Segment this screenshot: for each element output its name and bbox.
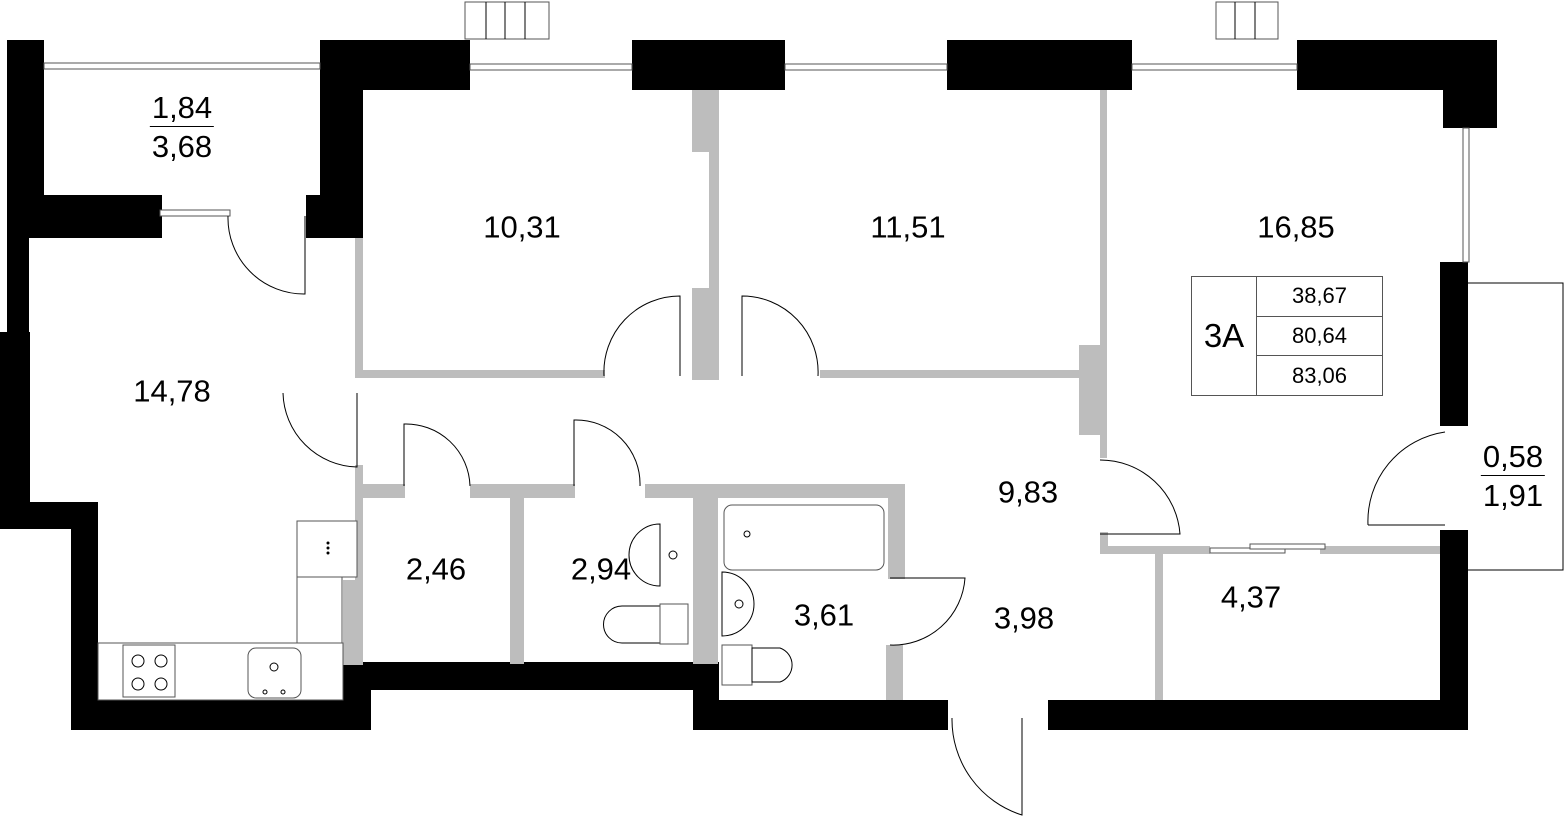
storage-area: 2,46	[405, 551, 467, 587]
kitchen-furniture	[97, 520, 358, 701]
wardrobe-area: 4,37	[1220, 579, 1282, 615]
doors	[227, 215, 1446, 816]
apartment-type: 3A	[1192, 277, 1257, 395]
entry-area: 3,98	[993, 600, 1055, 636]
loggia-area-label: 1,84 3,68	[149, 90, 215, 164]
bedroom-2-area: 11,51	[870, 209, 946, 245]
bathroom-fixtures	[603, 504, 885, 686]
bedroom-1-area: 10,31	[483, 209, 561, 245]
wc-area: 2,94	[570, 551, 632, 587]
hall-area: 9,83	[997, 474, 1059, 510]
balcony-area-label: 0,58 1,91	[1480, 439, 1546, 513]
living-room-area: 16,85	[1257, 209, 1335, 245]
windows	[43, 1, 1470, 263]
living-area-value: 38,67	[1257, 277, 1382, 317]
kitchen-area: 14,78	[133, 373, 211, 409]
bathroom-area: 3,61	[793, 597, 855, 633]
total-area-with-balconies-value: 83,06	[1291, 362, 1348, 388]
apartment-summary-table: 3A 38,67 80,64 83,06	[1191, 276, 1383, 396]
partitions	[343, 90, 1440, 700]
total-area-value: 80,64	[1257, 317, 1382, 357]
balcony-outline	[1468, 282, 1564, 571]
exterior-walls	[0, 40, 1497, 730]
